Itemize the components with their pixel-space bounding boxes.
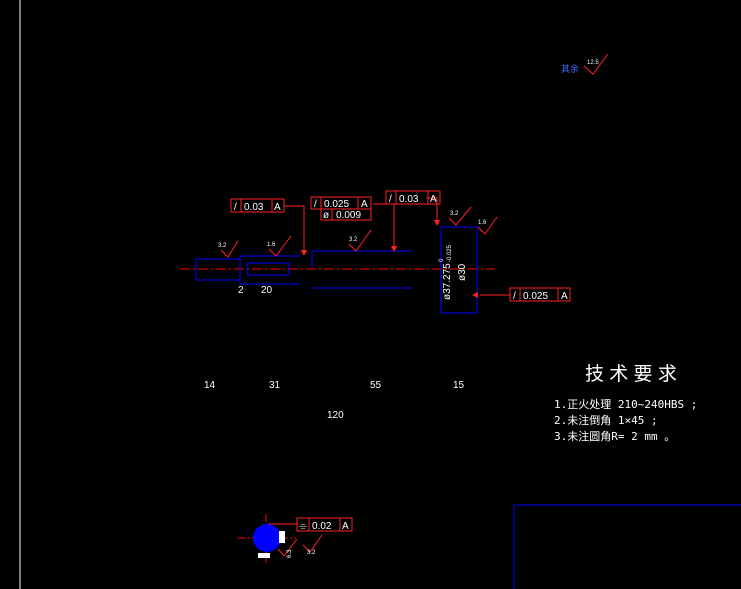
tolerance-frame-6-value: 0.02: [312, 521, 332, 532]
dimension-2: 2: [238, 285, 244, 296]
segment-length-2: 31: [269, 380, 281, 391]
roughness-default: 其余 12.5: [561, 53, 609, 75]
tolerance-frame-6-symbol: ⌯: [299, 521, 307, 532]
tolerance-frame-1-datum: A: [274, 202, 281, 213]
tolerance-frame-5-value: 0.025: [523, 291, 548, 302]
tolerance-frame-6-datum: A: [342, 521, 349, 532]
diameter-tolerance-upper: 0: [439, 258, 445, 262]
tolerance-frame-2-value: 0.025: [324, 199, 349, 210]
tolerance-leaders: [268, 197, 510, 525]
tolerance-frame-2: / 0.025 A: [310, 196, 372, 210]
total-length: 120: [327, 410, 344, 421]
dimension-20: 20: [261, 285, 273, 296]
tolerance-frame-4-datum: A: [430, 194, 437, 205]
requirement-3: 3.未注圆角R= 2 mm 。: [554, 429, 675, 443]
shaft-outline: [195, 226, 478, 314]
roughness-mark-5: 1.6: [478, 220, 487, 226]
tolerance-frame-2-symbol: /: [314, 199, 317, 210]
tolerance-frame-5: / 0.025 A: [509, 287, 571, 302]
requirement-1: 1.正火处理 210~240HBS ;: [554, 398, 697, 411]
tolerance-frame-6: ⌯ 0.02 A: [296, 517, 353, 532]
segment-length-4: 15: [453, 380, 465, 391]
roughness-mark-7: 3.2: [307, 550, 316, 556]
tolerance-frame-3-symbol: ø: [323, 210, 329, 221]
requirements-title: 技 术 要 求: [585, 363, 677, 385]
tolerance-frame-1-value: 0.03: [244, 202, 264, 213]
tolerance-arrowheads: [301, 220, 478, 298]
tolerance-frame-1-symbol: /: [234, 202, 237, 213]
tolerance-frame-5-datum: A: [561, 291, 568, 302]
roughness-mark-6: 6.3: [287, 549, 293, 558]
tolerance-frame-1: / 0.03 A: [230, 198, 285, 213]
tolerance-frame-3-value: 0.009: [336, 210, 361, 221]
roughness-default-value: 12.5: [587, 60, 599, 66]
roughness-mark-1: 3.2: [218, 243, 227, 249]
requirement-2: 2.未注倒角 1×45 ;: [554, 413, 658, 427]
tolerance-frame-2-datum: A: [361, 199, 368, 210]
segment-length-1: 14: [204, 380, 216, 391]
title-block: [513, 504, 741, 589]
diameter-outer-label: ø30: [457, 263, 468, 281]
tolerance-frame-5-symbol: /: [513, 291, 516, 302]
diameter-tolerance-lower: -0.025: [447, 244, 453, 262]
tolerance-frame-3: ø 0.009: [320, 208, 372, 221]
roughness-symbol: [583, 53, 609, 75]
roughness-mark-2: 1.6: [267, 242, 276, 248]
diameter-keyway-label: ø37.275: [442, 263, 453, 300]
tolerance-frame-4-value: 0.03: [399, 194, 419, 205]
roughness-mark-4: 3.2: [450, 211, 459, 217]
tolerance-frame-4: / 0.03 A: [385, 190, 441, 205]
cross-section-view: [238, 514, 296, 563]
roughness-mark-3: 3.2: [349, 237, 358, 243]
roughness-default-label: 其余: [561, 63, 579, 74]
tolerance-frame-4-symbol: /: [389, 194, 392, 205]
segment-length-3: 55: [370, 380, 382, 391]
roughness-marks: [220, 206, 498, 557]
